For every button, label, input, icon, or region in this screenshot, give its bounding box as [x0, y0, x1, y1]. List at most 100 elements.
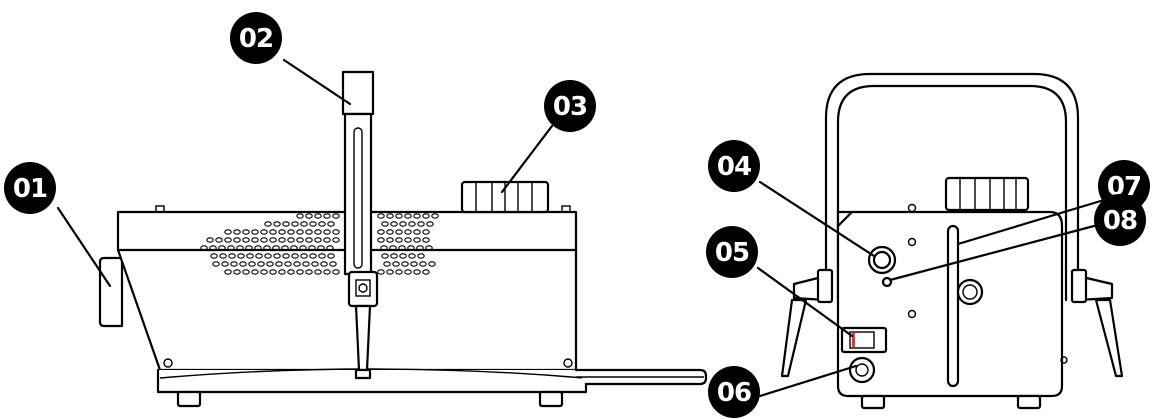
vent-hole	[377, 237, 385, 243]
vent-hole	[233, 237, 241, 243]
vent-hole	[282, 221, 290, 227]
vent-hole	[257, 261, 265, 267]
callout-08-label: 08	[1103, 206, 1137, 236]
vent-hole	[299, 245, 307, 251]
vent-hole	[422, 213, 430, 219]
callout-02: 02	[230, 12, 282, 64]
vent-hole	[212, 261, 220, 267]
vent-hole	[392, 261, 400, 267]
vent-hole	[323, 269, 331, 275]
vent-hole	[377, 269, 385, 275]
vent-hole	[404, 213, 412, 219]
vent-hole	[266, 261, 274, 267]
handle-knob-screw	[358, 283, 368, 293]
vent-hole	[275, 261, 283, 267]
fluid-level-window	[946, 224, 960, 388]
vent-hole	[323, 229, 331, 235]
leader-03	[500, 124, 554, 194]
vent-hole	[413, 237, 421, 243]
vent-hole	[224, 237, 232, 243]
vent-hole	[278, 229, 286, 235]
vent-hole	[242, 237, 250, 243]
vent-hole	[404, 229, 412, 235]
vent-hole	[218, 245, 226, 251]
vent-hole	[264, 253, 272, 259]
vent-hole	[317, 245, 325, 251]
vent-hole	[329, 261, 337, 267]
power-switch-rocker	[849, 331, 875, 349]
leader-07	[956, 198, 1106, 246]
rear-view	[780, 72, 1124, 410]
callout-03: 03	[544, 80, 596, 132]
vent-hole	[381, 253, 389, 259]
vent-hole	[296, 213, 304, 219]
vent-hole	[390, 221, 398, 227]
vent-hole	[380, 245, 388, 251]
vent-hole	[210, 253, 218, 259]
vent-hole	[386, 269, 394, 275]
vent-hole	[314, 213, 322, 219]
vent-hole	[395, 269, 403, 275]
vent-hole	[419, 261, 427, 267]
vent-hole	[404, 269, 412, 275]
callout-04-label: 04	[717, 152, 751, 182]
handle-slot	[353, 127, 363, 269]
vent-hole	[309, 253, 317, 259]
side-view	[98, 70, 708, 408]
vent-hole	[273, 221, 281, 227]
foot-front	[176, 390, 202, 408]
rear-panel-chamfer	[836, 210, 854, 228]
vent-hole	[254, 245, 262, 251]
rear-screw-3	[1060, 356, 1068, 364]
vent-hole	[296, 237, 304, 243]
power-input-inner	[855, 363, 869, 377]
vent-hole	[287, 237, 295, 243]
leader-06	[758, 364, 858, 398]
vent-hole	[395, 213, 403, 219]
vent-hole	[245, 245, 253, 251]
vent-hole	[318, 221, 326, 227]
power-input	[848, 356, 876, 384]
hanging-bracket-outer	[824, 72, 1080, 302]
leader-lines	[56, 58, 1106, 398]
vent-hole	[209, 245, 217, 251]
handle-knob-plate	[347, 270, 379, 308]
vent-hole	[305, 229, 313, 235]
vent-hole	[260, 269, 268, 275]
callout-01: 01	[4, 162, 56, 214]
vent-hole	[395, 229, 403, 235]
vent-hole	[233, 269, 241, 275]
vent-hole	[251, 269, 259, 275]
callout-06-label: 06	[717, 378, 751, 408]
vent-hole	[255, 253, 263, 259]
vent-hole	[407, 245, 415, 251]
rear-tank-cap	[944, 176, 1030, 212]
vent-hole	[300, 253, 308, 259]
power-switch-indicator	[852, 333, 855, 347]
vent-hole	[422, 269, 430, 275]
vent-hole	[309, 221, 317, 227]
handle-foot	[354, 368, 372, 380]
vent-hole	[263, 245, 271, 251]
vent-hole	[386, 229, 394, 235]
screw-front	[163, 358, 173, 368]
vent-hole	[302, 261, 310, 267]
vent-hole	[291, 253, 299, 259]
remote-socket-inner	[872, 250, 892, 270]
vent-hole	[200, 245, 208, 251]
vent-hole	[291, 221, 299, 227]
foot-rear	[538, 390, 564, 408]
vent-hole	[305, 213, 313, 219]
vent-hole	[296, 229, 304, 235]
vent-hole	[314, 269, 322, 275]
vent-hole	[401, 261, 409, 267]
bracket-knob-left	[780, 268, 834, 378]
rear-outlet	[956, 278, 984, 306]
leader-08	[888, 224, 1096, 282]
vent-hole	[221, 261, 229, 267]
vent-hole	[224, 229, 232, 235]
vent-hole	[422, 229, 430, 235]
vent-hole	[426, 221, 434, 227]
